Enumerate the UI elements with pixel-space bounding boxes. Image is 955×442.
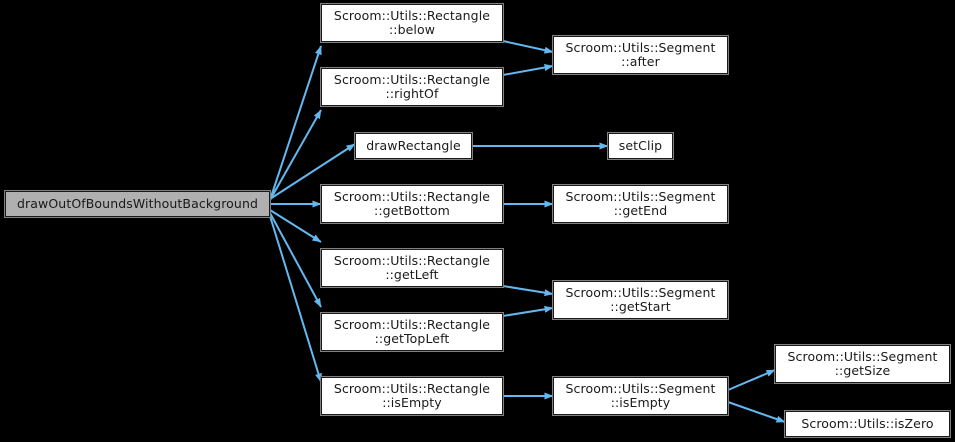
node-label-line1: Scroom::Utils::Rectangle [333,189,491,204]
node-label-line1: Scroom::Utils::isZero [801,416,934,431]
node-label-line2: ::getLeft [385,267,439,282]
node-label-line1: setClip [618,138,663,153]
node-label-line2: ::getStart [610,299,671,314]
function-node-drawRectangle[interactable]: drawRectangle [354,132,473,160]
call-edge-root-to-getTopLeft [269,212,322,308]
function-node-getTopLeft[interactable]: Scroom::Utils::Rectangle::getTopLeft [320,312,504,352]
function-node-getLeft[interactable]: Scroom::Utils::Rectangle::getLeft [320,248,504,288]
node-label-line1: Scroom::Utils::Segment [565,285,716,300]
call-edge-segIsEmpty-to-getSize [727,369,776,391]
call-edge-root-to-below [269,45,322,201]
call-edge-getTopLeft-to-getStart [502,305,554,317]
node-label-line1: Scroom::Utils::Rectangle [333,253,491,268]
call-edge-segIsEmpty-to-isZero [727,401,786,423]
node-label-line2: ::isEmpty [382,395,442,410]
function-node-after[interactable]: Scroom::Utils::Segment::after [552,35,729,75]
node-label-line1: Scroom::Utils::Segment [787,349,938,364]
node-label-line2: ::getTopLeft [374,331,450,346]
call-edge-root-to-drawRectangle [269,143,356,200]
node-label-line2: ::getBottom [374,203,450,218]
function-node-getEnd[interactable]: Scroom::Utils::Segment::getEnd [552,184,729,224]
node-label-line1: Scroom::Utils::Rectangle [333,72,491,87]
node-label-line1: Scroom::Utils::Segment [565,189,716,204]
function-node-getBottom[interactable]: Scroom::Utils::Rectangle::getBottom [320,184,504,224]
function-node-getStart[interactable]: Scroom::Utils::Segment::getStart [552,280,729,320]
node-label-line1: Scroom::Utils::Segment [565,381,716,396]
node-label-line2: ::below [388,22,436,37]
function-node-getSize[interactable]: Scroom::Utils::Segment::getSize [774,344,951,384]
call-edge-rightOf-to-after [502,64,554,76]
node-label-line2: ::getSize [834,363,891,378]
call-edge-root-to-getLeft [269,209,322,243]
call-edge-below-to-after [502,40,554,54]
edge-group [269,40,786,423]
node-label-line1: Scroom::Utils::Rectangle [333,8,491,23]
node-label-line1: drawRectangle [366,138,461,153]
function-node-isZero[interactable]: Scroom::Utils::isZero [784,410,951,438]
node-label-line1: Scroom::Utils::Segment [565,40,716,55]
call-edge-getLeft-to-getStart [502,285,554,297]
call-edge-root-to-rightOf [269,109,322,201]
function-node-segIsEmpty[interactable]: Scroom::Utils::Segment::isEmpty [552,376,729,416]
function-node-setClip[interactable]: setClip [607,132,674,160]
function-node-below[interactable]: Scroom::Utils::Rectangle::below [320,3,504,43]
node-label-line2: ::rightOf [385,86,439,101]
node-label-line2: ::getEnd [613,203,668,218]
function-node-rightOf[interactable]: Scroom::Utils::Rectangle::rightOf [320,67,504,107]
node-label-line2: ::after [621,54,660,69]
node-label-line1: drawOutOfBoundsWithoutBackground [17,196,258,211]
node-label-line1: Scroom::Utils::Rectangle [333,317,491,332]
function-node-root[interactable]: drawOutOfBoundsWithoutBackground [4,190,271,218]
function-node-rectIsEmpty[interactable]: Scroom::Utils::Rectangle::isEmpty [320,376,504,416]
node-label-line1: Scroom::Utils::Rectangle [333,381,491,396]
call-edge-root-to-rectIsEmpty [269,215,322,383]
node-label-line2: ::isEmpty [610,395,671,410]
